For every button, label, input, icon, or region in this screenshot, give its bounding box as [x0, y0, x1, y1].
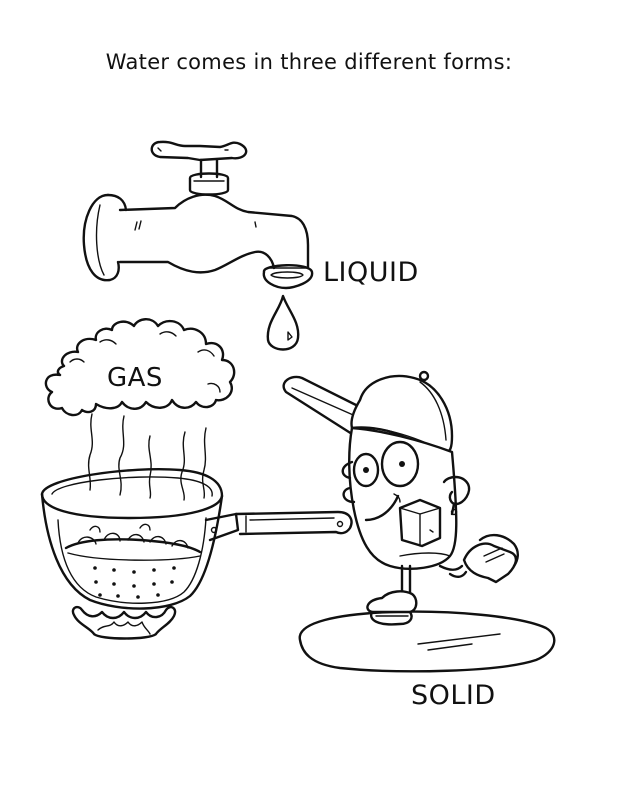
- ice-rink-icon: [298, 610, 556, 673]
- liquid-label: LIQUID: [323, 257, 419, 288]
- page-title: Water comes in three different forms:: [105, 50, 513, 74]
- steam-cloud-icon: [44, 318, 236, 417]
- steam-lines: [87, 413, 207, 501]
- ice-cube-character-icon: [282, 370, 519, 626]
- gas-label: GAS: [107, 363, 163, 393]
- faucet-icon: [82, 140, 314, 351]
- saucepan-icon: [40, 468, 353, 610]
- solid-label: SOLID: [411, 680, 496, 711]
- flame-icon: [71, 605, 177, 640]
